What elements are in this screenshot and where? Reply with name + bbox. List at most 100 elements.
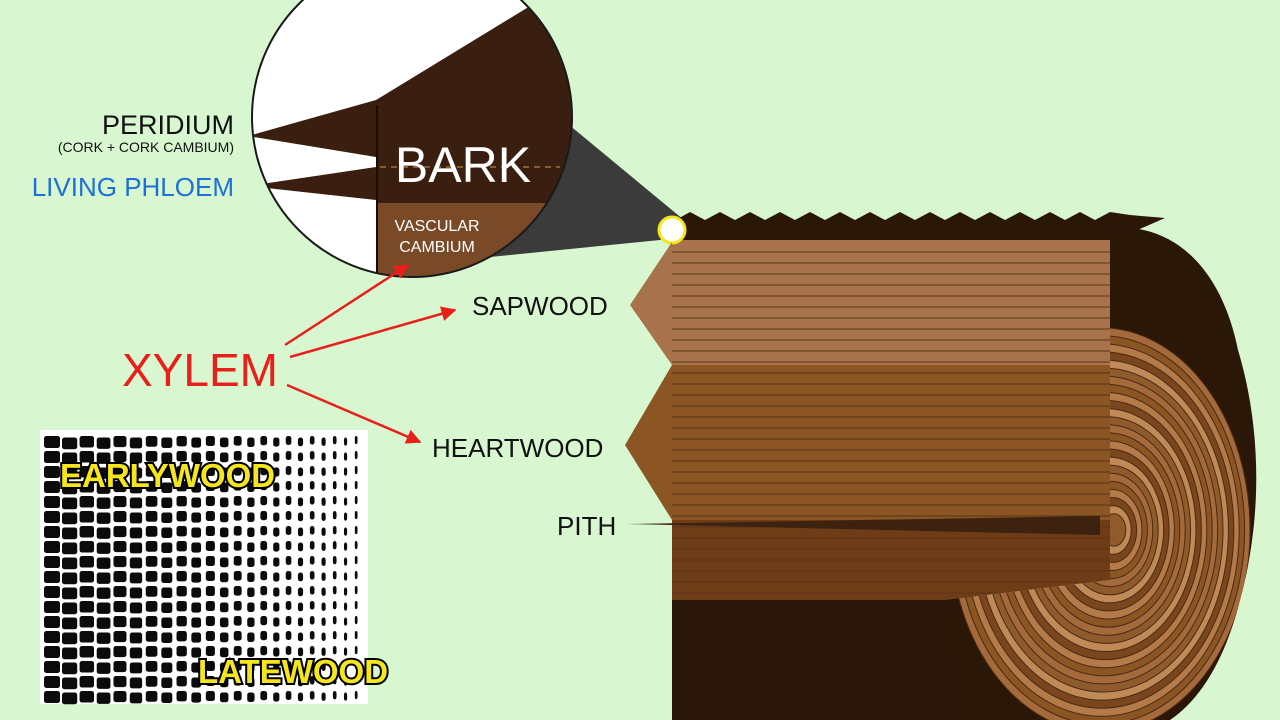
wood-cell [354, 556, 358, 565]
wood-cell [79, 436, 95, 448]
wood-cell [205, 496, 215, 506]
wood-cell [44, 676, 60, 688]
wood-cell [129, 437, 143, 449]
wood-cell [44, 601, 60, 613]
wood-cell [113, 646, 127, 658]
wood-cell [129, 452, 143, 464]
wood-cell [161, 632, 173, 644]
wood-cell [44, 586, 60, 598]
wood-cell [297, 467, 304, 477]
wood-cell [309, 556, 315, 565]
sapwood-pointer [630, 242, 672, 365]
wood-cell [191, 647, 202, 658]
wood-cell [161, 647, 173, 659]
wood-cell [129, 647, 143, 659]
wood-cell [354, 436, 358, 445]
wood-cell [309, 511, 315, 520]
wood-cell [233, 436, 242, 446]
wood-cell [219, 632, 229, 643]
wood-cell [321, 437, 326, 447]
wood-cell [205, 526, 215, 536]
pith-pointer [627, 516, 1100, 535]
wood-cell [309, 601, 315, 610]
wood-cell [321, 587, 326, 597]
wood-cell [44, 436, 60, 448]
wood-cell [191, 617, 202, 628]
wood-cell [233, 511, 242, 521]
wood-cell [176, 466, 187, 477]
wood-cell [233, 691, 242, 701]
wood-cell [247, 452, 255, 462]
wood-cell [233, 586, 242, 596]
earlywood-label: EARLYWOOD [60, 457, 275, 494]
wood-cell [176, 661, 187, 672]
wood-cell [96, 617, 111, 629]
wood-cell [62, 512, 78, 525]
wood-cell [129, 587, 143, 599]
wood-cell [96, 542, 111, 554]
wood-cell [297, 452, 304, 462]
wood-cell [161, 437, 173, 449]
wood-cell [321, 692, 326, 702]
wood-cell [354, 646, 358, 655]
wood-cell [332, 526, 337, 535]
wood-cell [354, 541, 358, 550]
wood-cell [44, 691, 60, 703]
wood-cell [285, 616, 292, 625]
wood-cell [343, 677, 348, 686]
wood-cell [233, 616, 242, 626]
wood-cell [191, 662, 202, 673]
wood-cell [161, 692, 173, 704]
wood-cell [191, 587, 202, 598]
wood-cell [205, 556, 215, 566]
wood-cell [247, 497, 255, 507]
wood-cell [260, 511, 268, 521]
wood-cell [343, 572, 348, 581]
wood-cell [191, 632, 202, 643]
wood-cell [354, 571, 358, 580]
wood-cell [44, 661, 60, 673]
wood-cell [343, 662, 348, 671]
wood-cell [233, 526, 242, 536]
wood-cell [233, 661, 242, 671]
wood-cell [247, 557, 255, 567]
wood-cell [129, 542, 143, 554]
wood-cell [44, 571, 60, 583]
wood-cell [233, 481, 242, 491]
wood-cell [161, 617, 173, 629]
wood-cell [247, 662, 255, 672]
wood-cell [297, 692, 304, 702]
wood-cell [354, 661, 358, 670]
wood-cell [113, 541, 127, 553]
log-body [672, 212, 1165, 720]
wood-cell [321, 482, 326, 492]
wood-cell [44, 511, 60, 523]
wood-cell [332, 511, 337, 520]
wood-cell [79, 631, 95, 643]
wood-cell [297, 647, 304, 657]
wood-cell [233, 601, 242, 611]
wood-cell [219, 452, 229, 463]
wood-cell [297, 437, 304, 447]
wood-cell [145, 496, 158, 507]
wood-cell [233, 496, 242, 506]
wood-cell [260, 646, 268, 656]
wood-cell [79, 466, 95, 478]
wood-cell [321, 677, 326, 687]
wood-cell [297, 497, 304, 507]
wood-cell [343, 497, 348, 506]
wood-cell [273, 467, 280, 477]
wood-cell [273, 632, 280, 642]
wood-cell [219, 617, 229, 628]
wood-cell [260, 541, 268, 551]
wood-cell [96, 452, 111, 464]
wood-cell [273, 677, 280, 687]
wood-cell [44, 541, 60, 553]
wood-cell [285, 466, 292, 475]
wood-cell [332, 451, 337, 460]
wood-cell [96, 497, 111, 509]
wood-cell [285, 571, 292, 580]
wood-cell [96, 467, 111, 479]
wood-cell [321, 617, 326, 627]
wood-cell [205, 481, 215, 491]
